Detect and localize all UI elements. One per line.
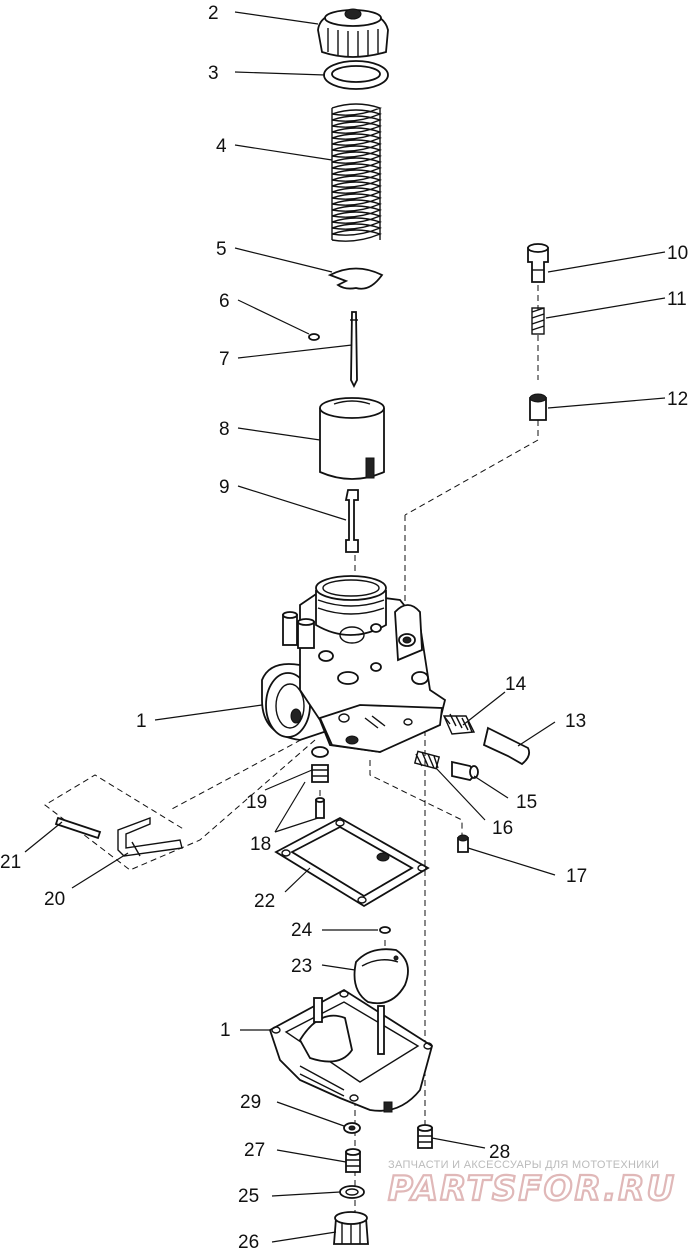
callout-28: 28	[489, 1142, 510, 1163]
part-float	[353, 948, 409, 1005]
watermark: ЗАПЧАСТИ И АКСЕССУАРЫ ДЛЯ МОТОТЕХНИКИ PA…	[387, 1159, 676, 1210]
callout-19: 19	[246, 792, 267, 813]
part-clip-20	[117, 816, 183, 857]
callout-4: 4	[216, 136, 227, 157]
part-cap	[317, 8, 389, 58]
part-jet-17	[457, 834, 469, 853]
callout-1-bowl: 1	[220, 1020, 231, 1041]
watermark-logo: PARTSFOR.RU	[388, 1169, 676, 1209]
callout-24: 24	[291, 920, 313, 941]
part-pilot-jet-18	[315, 797, 325, 819]
callout-2: 2	[208, 3, 219, 24]
callout-13: 13	[565, 711, 586, 732]
part-screw-13	[482, 726, 531, 766]
callout-8: 8	[219, 419, 230, 440]
part-spring	[331, 103, 382, 242]
callout-15: 15	[516, 792, 537, 813]
callout-21: 21	[0, 852, 21, 873]
callout-6: 6	[219, 291, 230, 312]
part-small-spring-11	[531, 307, 545, 335]
callout-10: 10	[667, 243, 688, 264]
watermark-tagline: ЗАПЧАСТИ И АКСЕССУАРЫ ДЛЯ МОТОТЕХНИКИ	[388, 1159, 659, 1171]
callout-12: 12	[667, 389, 688, 410]
callout-23: 23	[291, 956, 312, 977]
callout-5: 5	[216, 239, 227, 260]
part-bowl-gasket	[274, 816, 430, 908]
callout-22: 22	[254, 891, 275, 912]
part-jet-15	[451, 760, 479, 781]
callout-labels: 2 3 4 5 6 7 8 9 10 11 12 1 14 13 15 16 1…	[0, 3, 688, 1250]
part-bolt-28	[417, 1124, 433, 1149]
part-e-clip	[308, 333, 320, 341]
center-lines	[44, 285, 539, 1215]
part-main-jet-19	[311, 746, 329, 783]
part-pin-24	[379, 926, 391, 934]
callout-14: 14	[505, 674, 527, 695]
callout-26: 26	[238, 1232, 259, 1250]
callout-17: 17	[566, 866, 587, 887]
part-bolt-27	[345, 1148, 361, 1173]
callout-1-body: 1	[136, 711, 147, 732]
part-spring-14	[442, 713, 476, 735]
part-fitting-10	[527, 243, 549, 283]
part-pin-21	[54, 816, 102, 840]
part-gasket-ring	[323, 60, 389, 90]
callout-27: 27	[244, 1140, 265, 1161]
part-drain-plug	[333, 1211, 369, 1245]
callout-20: 20	[44, 889, 65, 910]
part-float-bowl	[268, 988, 434, 1113]
part-needle-jet	[344, 489, 359, 553]
part-carburetor-body	[261, 575, 447, 753]
callout-3: 3	[208, 63, 219, 84]
part-ring-25	[339, 1185, 365, 1199]
part-jet-12	[529, 393, 547, 421]
leader-lines	[24, 11, 666, 1243]
part-needle	[350, 311, 358, 389]
callout-7: 7	[219, 349, 230, 370]
callout-16: 16	[492, 818, 513, 839]
part-washer-29	[343, 1122, 361, 1134]
callout-25: 25	[238, 1186, 259, 1207]
part-spring-16	[413, 750, 441, 770]
callout-9: 9	[219, 477, 230, 498]
part-clip-plate	[327, 267, 384, 290]
callout-29: 29	[240, 1092, 261, 1113]
callout-11: 11	[667, 289, 687, 310]
part-throttle-valve	[319, 397, 385, 480]
callout-18: 18	[250, 834, 271, 855]
